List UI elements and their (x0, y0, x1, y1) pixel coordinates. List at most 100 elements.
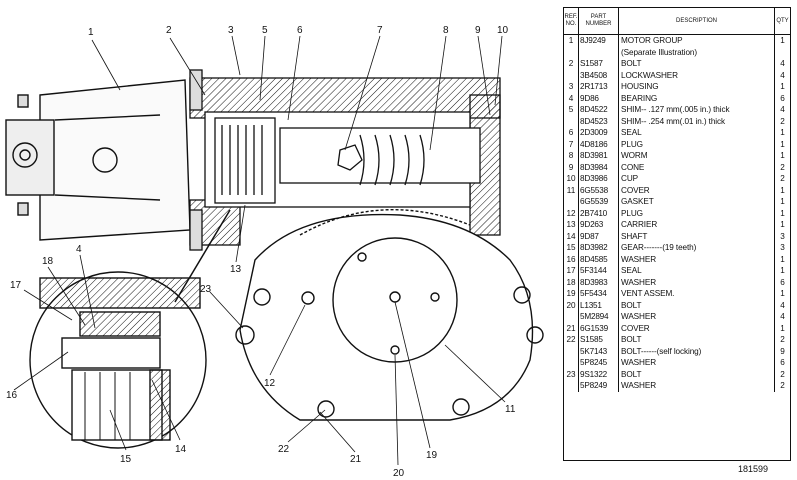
ref-cell: 10 (564, 173, 579, 185)
callout-22: 22 (278, 444, 290, 455)
part-number-cell: 2R1713 (579, 81, 619, 93)
callout-10: 10 (497, 25, 509, 36)
ref-cell: 2 (564, 58, 579, 70)
ref-cell (564, 115, 579, 127)
part-number-cell: 5P8249 (579, 380, 619, 392)
leader-lines (13, 35, 506, 466)
gear-teeth (221, 125, 263, 195)
part-number-cell (579, 46, 619, 58)
description-cell: LOCKWASHER (619, 69, 775, 81)
ref-cell: 15 (564, 242, 579, 254)
qty-cell: 3 (780, 231, 785, 241)
part-number-cell: 8D4522 (579, 104, 619, 116)
description-cell: (Separate Illustration) (619, 46, 775, 58)
header-description: DESCRIPTION (619, 8, 775, 34)
description-cell: SHIM-- .254 mm(.01 in.) thick (619, 115, 775, 127)
description-cell: CARRIER (619, 219, 775, 231)
qty-cell: 4 (780, 70, 785, 80)
qty-cell: 4 (780, 59, 785, 68)
description-cell: WASHER (619, 357, 775, 369)
ref-cell: 22 (564, 334, 579, 346)
callout-6: 6 (297, 25, 303, 36)
qty-cell: 2 (780, 335, 785, 344)
part-number-cell: 5K7143 (579, 345, 619, 357)
ref-cell: 19 (564, 288, 579, 300)
description-cell: SHAFT (619, 230, 775, 242)
qty-cell: 9 (780, 346, 785, 356)
qty-cell: 2 (780, 162, 785, 172)
description-cell: BOLT (619, 58, 775, 70)
ref-cell (564, 345, 579, 357)
qty-cell: 1 (780, 197, 785, 206)
drawing-svg: 1 2 3 5 6 7 8 9 10 4 18 17 16 15 14 13 1… (5, 25, 544, 479)
qty-cell: 1 (780, 289, 785, 298)
ref-cell: 9 (564, 161, 579, 173)
qty-cell: 4 (780, 312, 785, 321)
qty-cell: 1 (780, 254, 785, 264)
part-number-cell: 2D3009 (579, 127, 619, 139)
qty-cell: 1 (780, 220, 785, 229)
qty-cell: 1 (780, 151, 785, 160)
qty-cell: 1 (780, 36, 785, 45)
part-number-cell: 5M2894 (579, 311, 619, 323)
ref-cell: 13 (564, 219, 579, 231)
exploded-drawing: 1 2 3 5 6 7 8 9 10 4 18 17 16 15 14 13 1… (5, 25, 544, 479)
worm-threads (359, 134, 425, 186)
qty-cell: 6 (780, 93, 785, 103)
part-number-cell: L1351 (579, 299, 619, 311)
qty-cell: 4 (780, 300, 785, 310)
part-number-cell: 8D3983 (579, 276, 619, 288)
ref-cell: 16 (564, 253, 579, 265)
qty-cell: 1 (780, 266, 785, 275)
ref-cell: 8 (564, 150, 579, 162)
header-part-number: PART NUMBER (579, 8, 619, 34)
description-cell: WASHER (619, 253, 775, 265)
qty-cell: 2 (780, 369, 785, 379)
callout-1: 1 (88, 27, 94, 38)
callout-5: 5 (262, 25, 268, 36)
part-number-cell: 8D4585 (579, 253, 619, 265)
ref-cell: 14 (564, 230, 579, 242)
table-row: (Separate Illustration) (564, 46, 790, 58)
motor-body (5, 79, 191, 241)
description-cell: COVER (619, 184, 775, 196)
part-number-cell: 9D87 (579, 230, 619, 242)
description-cell: WASHER (619, 311, 775, 323)
callout-20: 20 (393, 468, 405, 479)
callout-14: 14 (175, 444, 187, 455)
callout-9: 9 (475, 25, 481, 36)
detail-circle (29, 209, 231, 449)
part-number-cell: 5F5434 (579, 288, 619, 300)
part-number-cell: 9D86 (579, 92, 619, 104)
callout-16: 16 (6, 390, 18, 401)
description-cell: BOLT (619, 299, 775, 311)
callout-7: 7 (377, 25, 383, 36)
ref-cell (564, 69, 579, 81)
callout-23: 23 (200, 284, 212, 295)
housing-section (189, 69, 501, 251)
description-cell: WASHER (619, 380, 775, 392)
callout-13: 13 (230, 264, 242, 275)
qty-cell: 4 (780, 105, 785, 114)
callout-18: 18 (42, 256, 54, 267)
description-cell: WORM (619, 150, 775, 162)
description-cell: BOLT------(self locking) (619, 345, 775, 357)
header-qty: QTY (776, 17, 789, 24)
ref-cell: 23 (564, 368, 579, 380)
